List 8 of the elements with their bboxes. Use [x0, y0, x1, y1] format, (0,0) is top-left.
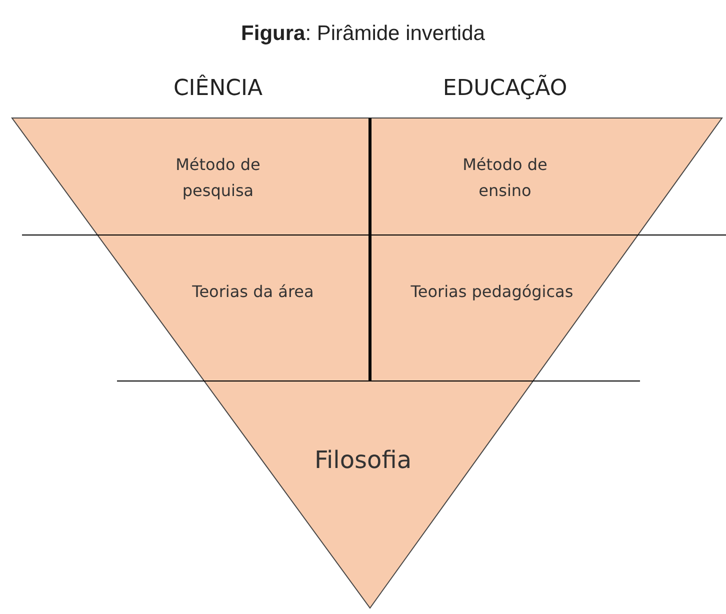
- column-heading: EDUCAÇÃO: [442, 76, 568, 101]
- pyramid-section-label: Filosofia: [263, 443, 463, 477]
- pyramid-section-label: Teorias pedagógicas: [407, 279, 577, 305]
- pyramid-section-label: Método de pesquisa: [153, 152, 283, 204]
- pyramid-section-label: Método de ensino: [440, 152, 570, 204]
- column-heading: CIÊNCIA: [172, 76, 264, 101]
- pyramid-section-label: Teorias da área: [188, 279, 318, 305]
- figure-title: Figura: Pirâmide invertida: [240, 22, 486, 46]
